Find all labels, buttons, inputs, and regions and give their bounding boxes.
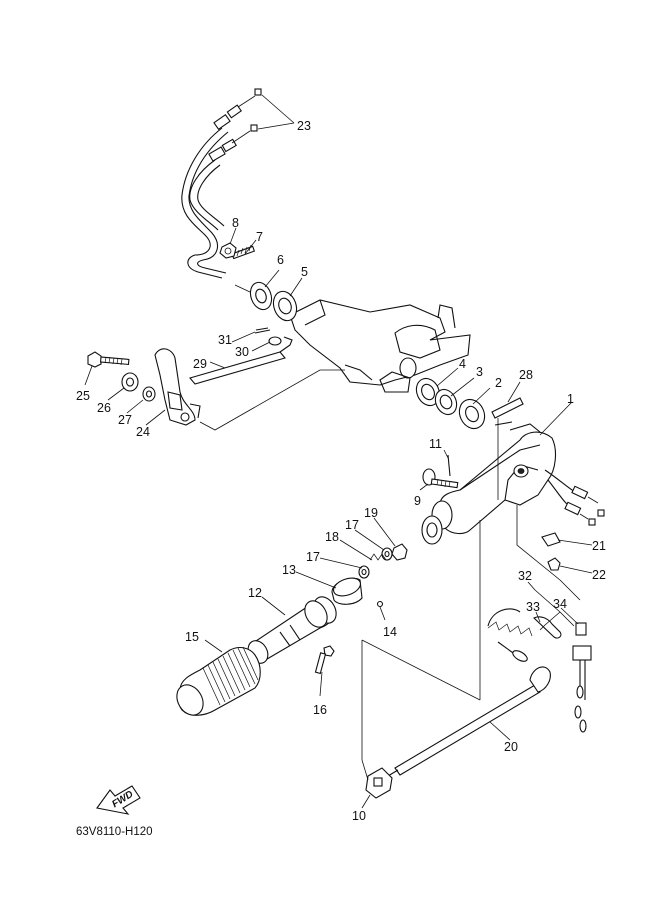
part-13-collar [331, 577, 363, 605]
part-17-washer-upper [381, 547, 393, 561]
part-20-throttle-cable [387, 666, 551, 777]
label-part-27: 27 [118, 413, 132, 427]
label-part-17-lower: 17 [306, 550, 320, 564]
part-25-bolt [87, 351, 130, 368]
label-part-21: 21 [592, 539, 606, 553]
label-part-20: 20 [504, 740, 518, 754]
part-8-nut [219, 242, 237, 259]
label-part-23: 23 [297, 119, 311, 133]
label-part-33: 33 [526, 600, 540, 614]
fwd-arrow-icon: FWD [96, 785, 141, 815]
part-31-pin [254, 327, 271, 334]
part-22-screw [547, 557, 561, 571]
part-2-bushing [458, 398, 486, 430]
label-part-12: 12 [248, 586, 262, 600]
label-part-28: 28 [519, 368, 533, 382]
label-part-2: 2 [495, 376, 502, 390]
part-19-nut [391, 543, 408, 561]
label-part-8: 8 [232, 216, 239, 230]
label-part-18: 18 [325, 530, 339, 544]
part-6-washer [234, 281, 273, 311]
label-part-19: 19 [364, 506, 378, 520]
part-33-clip [533, 616, 562, 639]
part-23-throttle-cables [181, 88, 295, 279]
label-part-29: 29 [193, 357, 207, 371]
part-16-screw [314, 645, 335, 675]
label-part-4: 4 [459, 357, 466, 371]
label-part-24: 24 [136, 425, 150, 439]
label-part-1: 1 [567, 392, 574, 406]
label-part-11: 11 [429, 437, 442, 451]
label-part-15: 15 [185, 630, 199, 644]
label-part-34: 34 [553, 597, 567, 611]
label-part-16: 16 [313, 703, 327, 717]
label-part-31: 31 [218, 333, 232, 347]
leader-lines [84, 227, 593, 809]
part-34-stop-switch [572, 622, 592, 733]
part-10-cable-end [365, 767, 393, 799]
part-18-spring [369, 553, 387, 561]
part-4-washer [415, 377, 441, 407]
part-9-bolt [422, 468, 459, 489]
steering-bracket-assembly [289, 299, 471, 393]
label-part-6: 6 [277, 253, 284, 267]
label-part-17-upper: 17 [345, 518, 359, 532]
label-part-14: 14 [383, 625, 397, 639]
part-30-washer [268, 336, 282, 346]
label-part-30: 30 [235, 345, 249, 359]
label-part-10: 10 [352, 809, 366, 823]
part-21-bracket [541, 532, 561, 547]
label-part-3: 3 [476, 365, 483, 379]
part-24-friction-lever [154, 348, 201, 426]
part-17-washer-lower [358, 565, 370, 579]
label-part-9: 9 [414, 494, 421, 508]
part-12-throttle-shaft [247, 596, 337, 664]
label-part-7: 7 [256, 230, 263, 244]
label-part-5: 5 [301, 265, 308, 279]
part-15-throttle-grip [176, 646, 261, 716]
part-29-friction-rod [189, 336, 293, 385]
label-part-22: 22 [592, 568, 606, 582]
part-labels: 1 2 3 4 5 6 7 8 9 10 11 12 13 14 15 16 1… [76, 119, 606, 823]
part-14-screw [376, 600, 384, 608]
label-part-32: 32 [518, 569, 532, 583]
part-27-washer [142, 386, 156, 402]
part-5-bushing [272, 290, 298, 322]
part-32-cable [487, 608, 533, 662]
label-part-25: 25 [76, 389, 90, 403]
label-part-26: 26 [97, 401, 111, 415]
label-part-13: 13 [282, 563, 296, 577]
part-28-pin [491, 397, 524, 419]
part-11-pin [447, 454, 451, 477]
document-code: 63V8110-H120 [76, 826, 153, 838]
part-26-collar [121, 372, 139, 392]
